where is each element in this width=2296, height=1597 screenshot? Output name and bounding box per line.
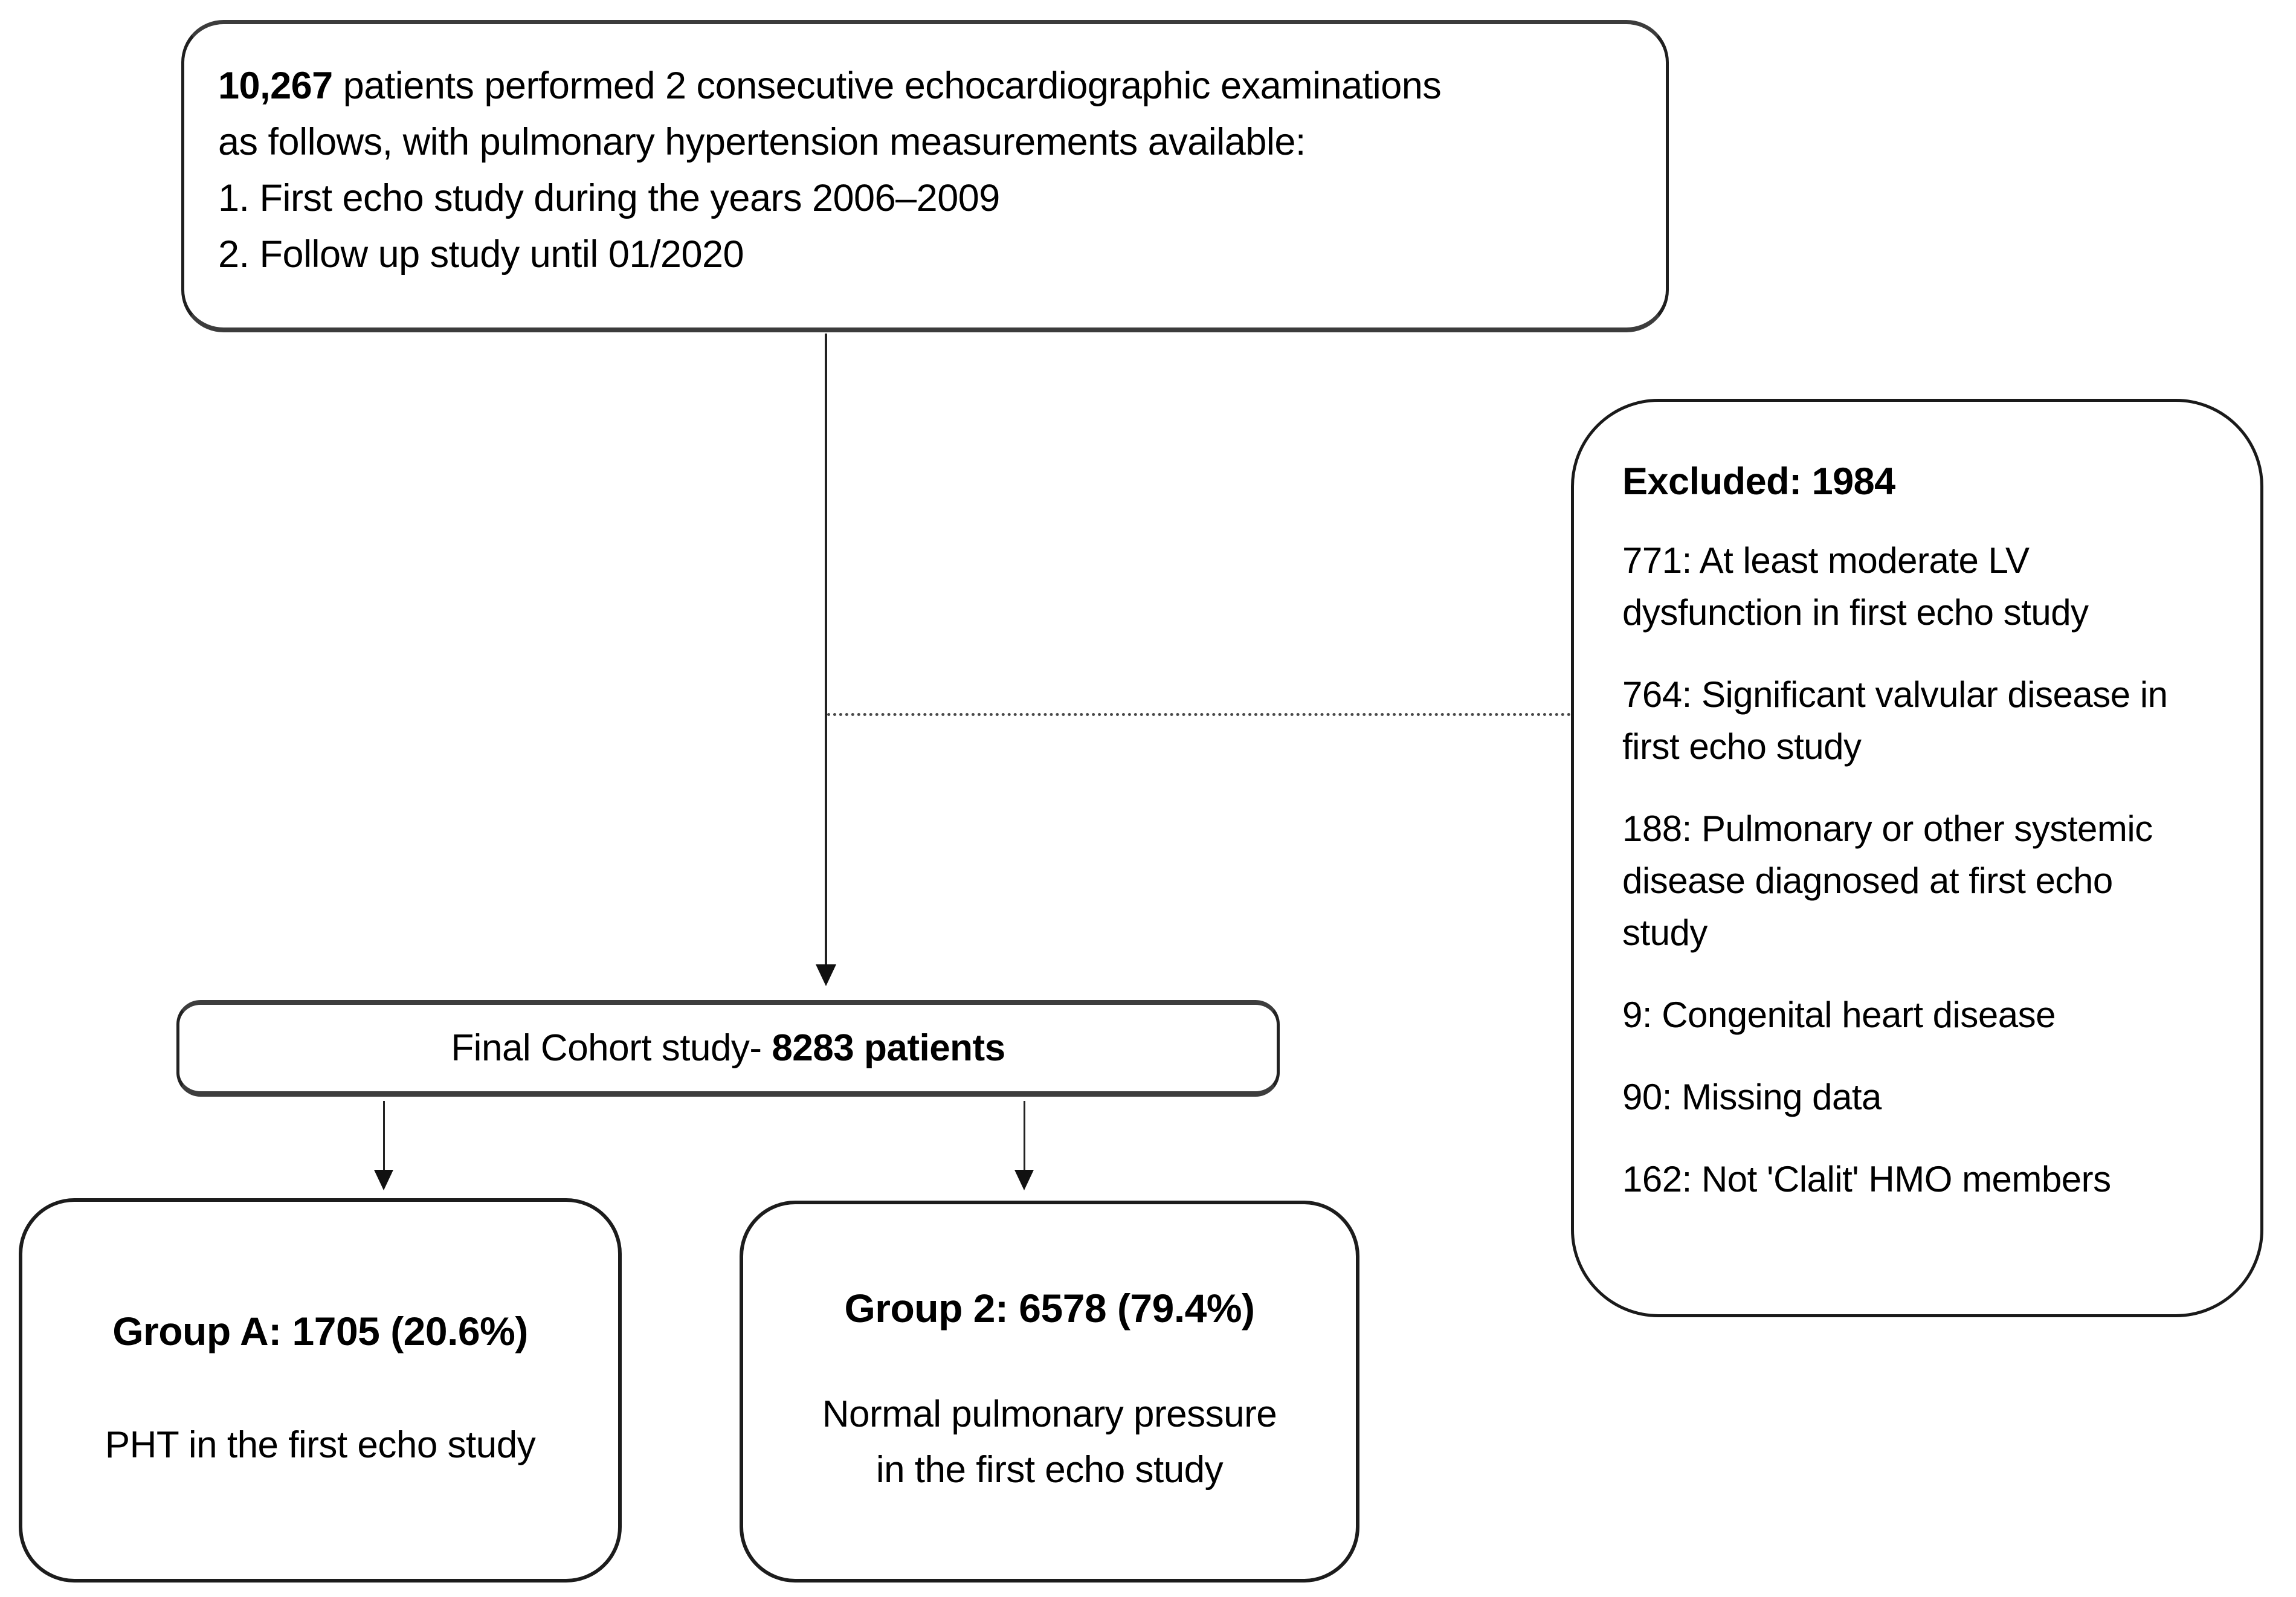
final-cohort-box: Final Cohort study- 8283 patients (176, 1000, 1280, 1097)
group-2-box: Group 2: 6578 (79.4%) Normal pulmonary p… (740, 1201, 1359, 1582)
group-2-title: Group 2: 6578 (79.4%) (844, 1286, 1255, 1331)
arrow-down-icon (816, 964, 836, 986)
initial-cohort-criterion-1: 1. First echo study during the years 200… (218, 177, 1000, 219)
group-a-box: Group A: 1705 (20.6%) PHT in the first e… (19, 1198, 622, 1582)
excluded-title: Excluded: 1984 (1622, 460, 1895, 503)
initial-cohort-count: 10,267 (218, 65, 333, 107)
initial-cohort-line1-text: patients performed 2 consecutive echocar… (332, 65, 1442, 107)
group-2-arrow-line (1024, 1101, 1025, 1171)
initial-cohort-line2: as follows, with pulmonary hypertension … (218, 121, 1306, 163)
initial-cohort-criterion-2: 2. Follow up study until 01/2020 (218, 233, 744, 276)
excluded-item-not-clalit: 162: Not 'Clalit' HMO members (1622, 1159, 2111, 1199)
excluded-item-missing-data: 90: Missing data (1622, 1077, 1882, 1117)
initial-cohort-line1: 10,267 patients performed 2 consecutive … (218, 58, 1644, 114)
excluded-item-valvular-disease: 764: Significant valvular disease in fir… (1622, 674, 2168, 767)
group-2-subtitle: Normal pulmonary pressure in the first e… (822, 1393, 1277, 1491)
final-cohort-label: Final Cohort study- (451, 1027, 772, 1069)
excluded-item-lv-dysfunction: 771: At least moderate LV dysfunction in… (1622, 540, 2089, 633)
arrow-down-icon (1014, 1170, 1034, 1190)
excluded-item-congenital: 9: Congenital heart disease (1622, 995, 2056, 1035)
final-cohort-count: 8283 patients (772, 1027, 1005, 1069)
excluded-item-systemic-disease: 188: Pulmonary or other systemic disease… (1622, 808, 2153, 953)
group-a-subtitle: PHT in the first echo study (105, 1424, 536, 1466)
group-a-arrow-line (383, 1101, 385, 1171)
exclusion-dotted-connector (827, 713, 1571, 716)
excluded-box: Excluded: 1984 771: At least moderate LV… (1571, 399, 2263, 1317)
main-flow-arrow-line (825, 334, 827, 966)
initial-cohort-box: 10,267 patients performed 2 consecutive … (181, 20, 1669, 332)
arrow-down-icon (374, 1170, 393, 1190)
group-a-title: Group A: 1705 (20.6%) (112, 1308, 528, 1353)
